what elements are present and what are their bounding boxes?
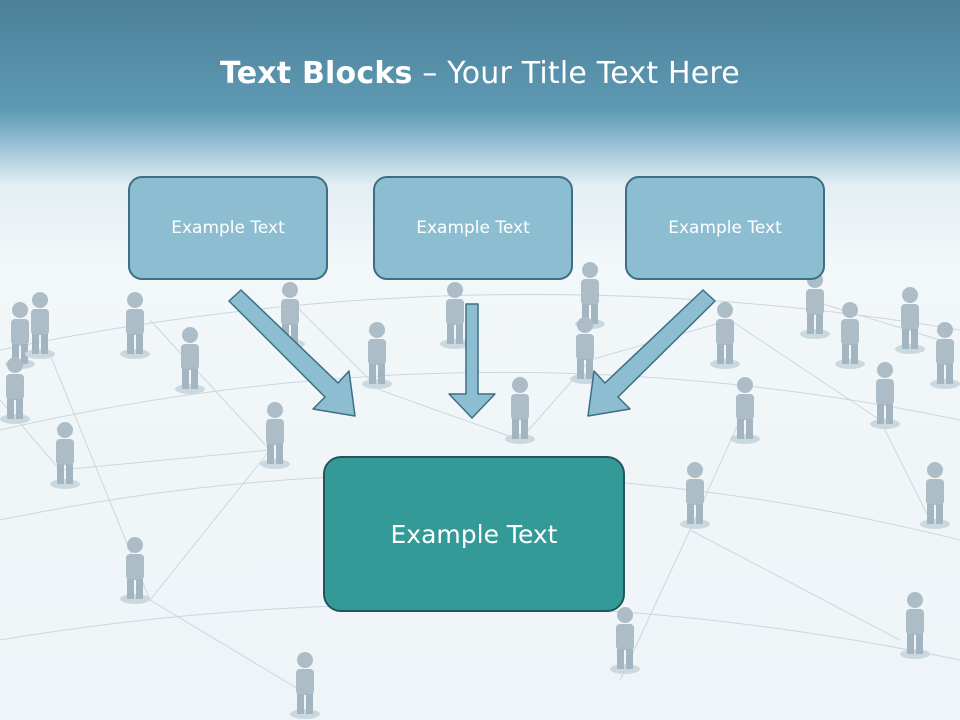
arrow-left xyxy=(228,289,356,417)
arrow-right xyxy=(587,289,716,417)
slide-title: Text Blocks – Your Title Text Here xyxy=(0,56,960,91)
title-bold: Text Blocks xyxy=(220,56,413,91)
title-rest: – Your Title Text Here xyxy=(412,56,740,91)
text-block-left[interactable]: Example Text xyxy=(128,176,328,280)
arrow-center xyxy=(448,303,496,419)
text-block-right[interactable]: Example Text xyxy=(625,176,825,280)
text-block-center[interactable]: Example Text xyxy=(373,176,573,280)
text-block-main[interactable]: Example Text xyxy=(323,456,625,612)
